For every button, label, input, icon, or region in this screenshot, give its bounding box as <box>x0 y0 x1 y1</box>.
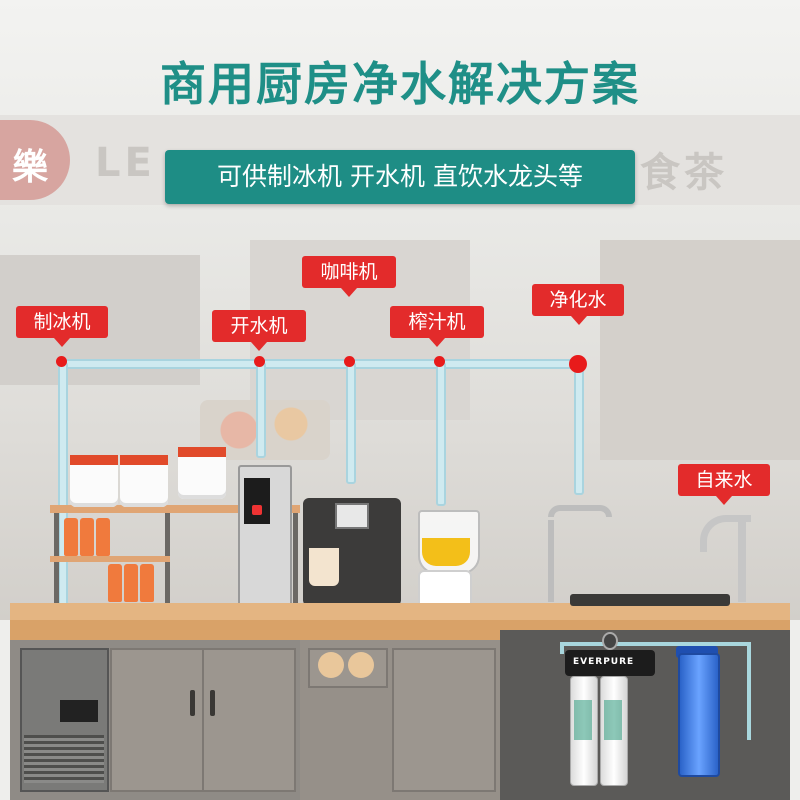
shelf-leg <box>293 505 298 605</box>
tap-water-faucet <box>738 520 746 602</box>
syrup-bottle <box>96 518 110 556</box>
subtitle-text: 可供制冰机 开水机 直饮水龙头等 <box>217 162 583 191</box>
tag-pointer <box>341 288 357 297</box>
pipe-to-ice-maker <box>58 362 68 634</box>
tag-pointer <box>54 338 70 347</box>
ice-maker-panel <box>60 700 98 722</box>
syrup-bottle <box>124 564 138 602</box>
junction-dot <box>434 356 445 367</box>
subtitle-banner <box>165 150 635 204</box>
tag-pointer <box>429 338 445 347</box>
horizontal-water-pipe <box>60 359 579 369</box>
boiler-panel <box>244 478 270 524</box>
tag-pointer <box>716 496 732 505</box>
page-title: 商用厨房净水解决方案 <box>160 57 640 111</box>
tag-purified: 净化水 <box>532 284 624 316</box>
cabinet-handle <box>190 690 195 716</box>
boiler-indicator <box>252 505 262 515</box>
shop-sign-text-left: LE <box>95 140 156 186</box>
bowl <box>348 652 374 678</box>
cartridge-label <box>604 700 622 740</box>
coffee-cup <box>309 548 339 586</box>
tea-bucket <box>70 455 118 507</box>
bowl <box>318 652 344 678</box>
juicer-juice <box>422 538 470 566</box>
pressure-gauge-icon <box>602 632 618 650</box>
shelf-leg <box>165 505 170 605</box>
tag-tap-water: 自来水 <box>678 464 770 496</box>
pipe-to-coffee <box>346 362 356 484</box>
junction-dot <box>56 356 67 367</box>
tag-pointer <box>571 316 587 325</box>
purified-water-faucet <box>548 520 554 602</box>
filter-brand: EVERPURE <box>573 657 635 667</box>
purified-water-faucet-spout <box>548 505 612 517</box>
pipe-to-juicer <box>436 362 446 506</box>
tap-water-faucet-spout <box>700 515 751 552</box>
tea-bucket <box>178 447 226 499</box>
coffee-machine-screen <box>335 503 369 529</box>
water-hose <box>560 642 564 654</box>
sink-basin <box>570 594 730 606</box>
shop-logo-char: 樂 <box>12 147 49 188</box>
shelf-board <box>50 556 170 562</box>
cabinet-door <box>202 648 296 792</box>
cabinet-door <box>392 648 496 792</box>
shop-logo: 樂 <box>0 120 70 200</box>
syrup-bottle <box>64 518 78 556</box>
syrup-bottle <box>108 564 122 602</box>
tag-pointer <box>251 342 267 351</box>
tag-ice-maker: 制冰机 <box>16 306 108 338</box>
pipe-to-boiler <box>256 362 266 458</box>
filter-head: EVERPURE <box>565 650 655 676</box>
junction-dot <box>254 356 265 367</box>
pipe-to-purified <box>574 366 584 495</box>
tea-bucket <box>120 455 168 507</box>
water-hose <box>560 642 750 646</box>
junction-dot <box>344 356 355 367</box>
ice-maker-grill <box>24 735 104 783</box>
water-hose <box>747 642 751 740</box>
cabinet-handle <box>210 690 215 716</box>
syrup-bottle <box>80 518 94 556</box>
tag-coffee: 咖啡机 <box>302 256 396 288</box>
junction-dot-main <box>569 355 587 373</box>
cartridge-label <box>574 700 592 740</box>
counter-top <box>10 603 790 623</box>
cabinet-door <box>110 648 204 792</box>
shop-sign-text-right: 食茶 <box>640 150 728 196</box>
prefilter-housing <box>678 653 720 777</box>
tag-juicer: 榨汁机 <box>390 306 484 338</box>
shelf-board <box>50 505 300 513</box>
syrup-bottle <box>140 564 154 602</box>
shelf-leg <box>54 505 59 605</box>
tag-boiler: 开水机 <box>212 310 306 342</box>
background-shelf <box>600 240 800 460</box>
